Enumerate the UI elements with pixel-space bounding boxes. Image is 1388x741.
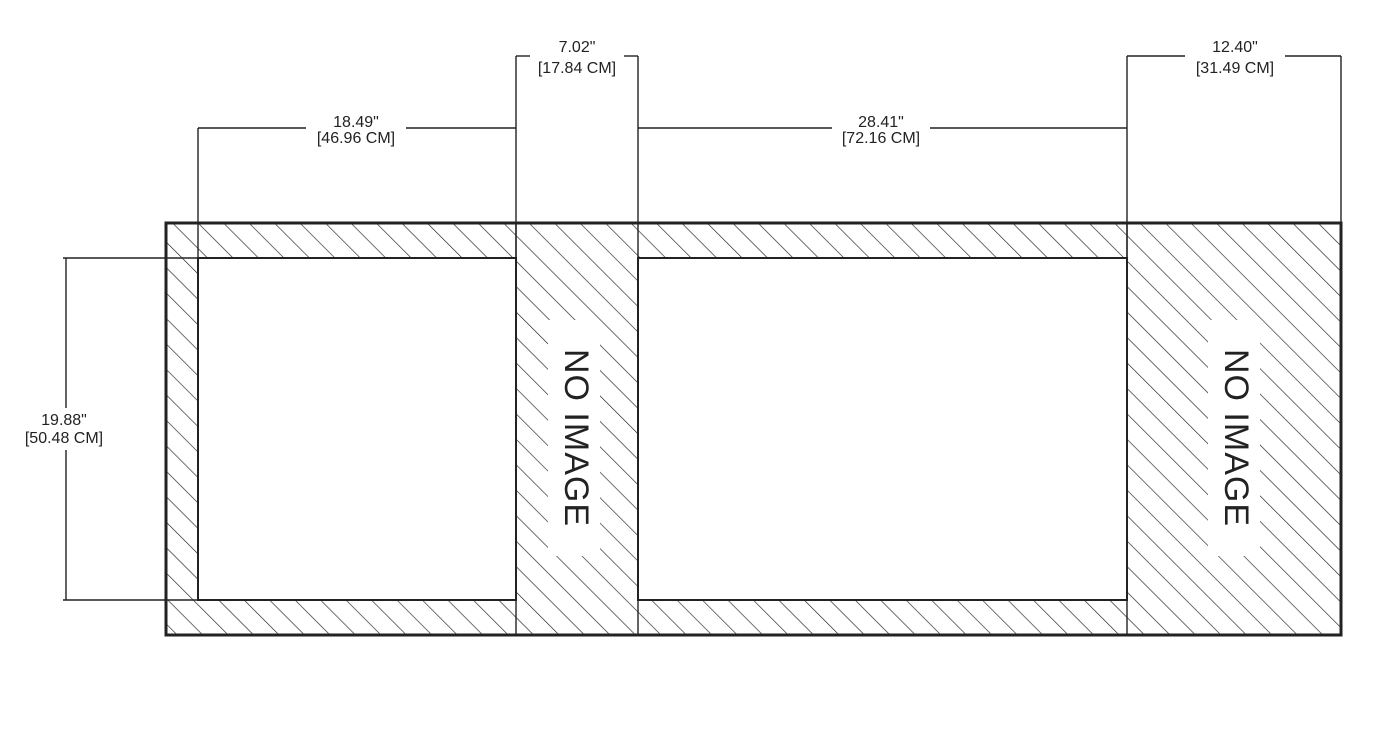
right-opening <box>637 257 1128 601</box>
right-panel-label: NO IMAGE <box>1217 349 1255 527</box>
dimension-left-opening-cm: [46.96 CM] <box>317 130 395 147</box>
center-panel-label: NO IMAGE <box>557 349 595 527</box>
dimension-opening-height: 19.88" [50.48 CM] <box>25 257 198 601</box>
left-opening <box>197 257 517 601</box>
dimension-right-panel-width: 12.40" [31.49 CM] <box>1127 39 1342 223</box>
dimension-left-opening-width: 18.49" [46.96 CM] <box>197 114 517 258</box>
dimension-center-panel-cm: [17.84 CM] <box>538 60 616 77</box>
dimension-right-panel-inches: 12.40" <box>1212 39 1258 56</box>
dimension-height-cm: [50.48 CM] <box>25 430 103 447</box>
dimension-height-inches: 19.88" <box>41 412 87 429</box>
dimension-center-panel-width: 7.02" [17.84 CM] <box>515 39 639 223</box>
dimension-right-opening-inches: 28.41" <box>858 114 904 131</box>
center-label-bg <box>548 320 600 556</box>
dimension-right-opening-width: 28.41" [72.16 CM] <box>638 56 1128 258</box>
dimension-left-opening-inches: 18.49" <box>333 114 379 131</box>
dimension-right-panel-cm: [31.49 CM] <box>1196 60 1274 77</box>
dimension-center-panel-inches: 7.02" <box>559 39 596 56</box>
frame-border <box>164 221 1343 637</box>
dimension-right-opening-cm: [72.16 CM] <box>842 130 920 147</box>
right-label-bg <box>1208 320 1260 556</box>
